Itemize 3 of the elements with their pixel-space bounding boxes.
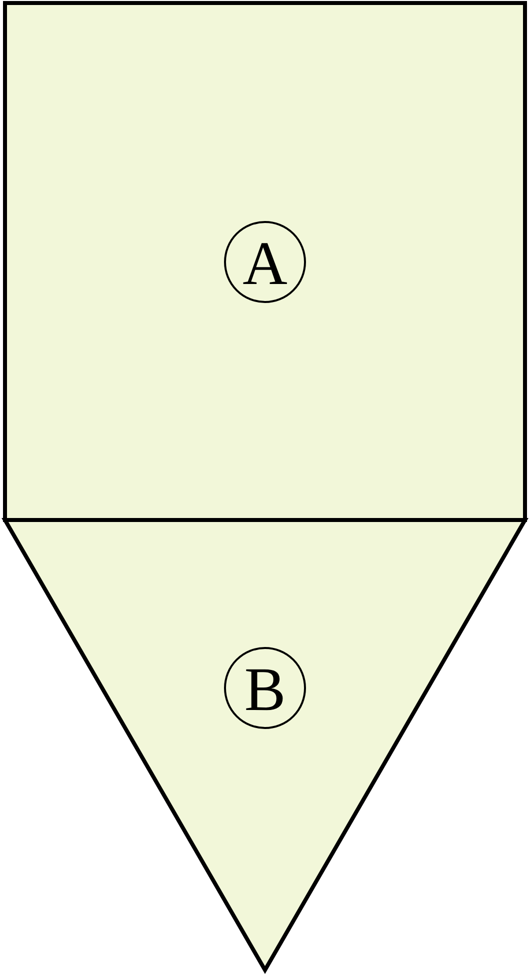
circled-letter: B (224, 647, 306, 729)
circled-letter: A (224, 220, 306, 302)
square-region (3, 1, 527, 522)
